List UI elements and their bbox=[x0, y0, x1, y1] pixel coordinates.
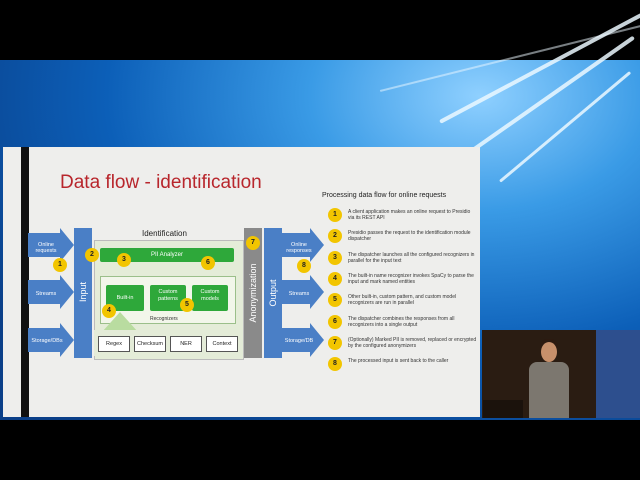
diagram-badge-1: 1 bbox=[53, 258, 67, 272]
anonymization-bar bbox=[244, 228, 262, 358]
diagram-badge-8: 8 bbox=[297, 259, 311, 273]
output-arrows bbox=[282, 228, 324, 357]
identification-title: Identification bbox=[142, 229, 187, 238]
anonymization-label: Anonymization bbox=[248, 263, 258, 323]
slide-accent-bar bbox=[21, 147, 29, 417]
input-label: Input bbox=[78, 281, 88, 303]
step-badge: 3 bbox=[328, 250, 342, 265]
input-storage: Storage/DBs bbox=[31, 338, 63, 344]
step-item: 3 The dispatcher launches all the configu… bbox=[328, 250, 478, 271]
step-item: 2 Presidio passes the request to the iden… bbox=[328, 229, 478, 249]
step-text: The dispatcher combines the responses fr… bbox=[348, 315, 455, 328]
ner-recognizer: NER bbox=[170, 336, 202, 352]
step-badge: 1 bbox=[328, 208, 342, 222]
podium bbox=[483, 400, 523, 418]
event-banner bbox=[596, 330, 640, 418]
step-item: 5 Other built-in, custom pattern, and cus… bbox=[328, 293, 478, 313]
checksum-recognizer: Checksum bbox=[134, 336, 166, 352]
step-text: Presidio passes the request to the ident… bbox=[348, 230, 471, 243]
step-item: 8 The processed input is sent back to the… bbox=[328, 357, 478, 377]
step-badge: 4 bbox=[328, 271, 342, 286]
steps-list: 1 A client application makes an online re… bbox=[328, 208, 478, 378]
step-text: Other built-in, custom pattern, and cust… bbox=[348, 294, 457, 307]
input-arrows bbox=[28, 228, 74, 357]
diagram-badge-7: 7 bbox=[246, 236, 260, 250]
speaker-body bbox=[529, 362, 569, 418]
step-badge: 8 bbox=[328, 357, 342, 372]
diagram-badge-4: 4 bbox=[102, 304, 116, 318]
speaker-head bbox=[541, 342, 557, 362]
context-recognizer: Context bbox=[206, 336, 238, 352]
diagram-badge-5: 5 bbox=[180, 298, 194, 312]
custom-patterns-recognizer: Custom patterns bbox=[150, 285, 186, 311]
step-item: 1 A client application makes an online re… bbox=[328, 208, 478, 228]
output-online-responses: Online responses bbox=[286, 242, 312, 254]
output-streams: Streams bbox=[288, 291, 310, 297]
step-badge: 5 bbox=[328, 293, 342, 308]
step-text: The processed input is sent back to the … bbox=[348, 358, 449, 365]
diagram-badge-6: 6 bbox=[201, 256, 215, 270]
step-badge: 2 bbox=[328, 229, 342, 244]
step-item: 7 (Optionally) Marked PII is removed, rep… bbox=[328, 335, 478, 356]
output-bar bbox=[264, 228, 282, 358]
step-text: The built-in name recognizer invokes Spa… bbox=[348, 272, 474, 285]
diagram-badge-2: 2 bbox=[85, 248, 99, 262]
regex-recognizer: Regex bbox=[98, 336, 130, 352]
input-streams: Streams bbox=[35, 291, 57, 297]
step-item: 4 The built-in name recognizer invokes Sp… bbox=[328, 271, 478, 292]
recognizers-label: Recognizers bbox=[150, 316, 178, 322]
step-text: A client application makes an online req… bbox=[348, 209, 471, 221]
custom-models-recognizer: Custom models bbox=[192, 285, 228, 311]
steps-title: Processing data flow for online requests bbox=[322, 192, 447, 199]
pii-analyzer: PII Analyzer bbox=[100, 248, 234, 262]
diagram-badge-3: 3 bbox=[117, 253, 131, 267]
recognizer-up-arrow bbox=[102, 312, 138, 332]
slide-title: Data flow - identification bbox=[60, 172, 262, 193]
output-label: Output bbox=[268, 279, 278, 307]
step-badge: 7 bbox=[328, 335, 342, 350]
step-text: The dispatcher launches all the configur… bbox=[348, 251, 475, 264]
output-storage: Storage/DB bbox=[284, 338, 314, 344]
step-item: 6 The dispatcher combines the responses f… bbox=[328, 314, 478, 335]
step-text: (Optionally) Marked PII is removed, repl… bbox=[348, 336, 477, 349]
step-badge: 6 bbox=[328, 314, 342, 329]
input-online-requests: Online requests bbox=[35, 242, 57, 254]
